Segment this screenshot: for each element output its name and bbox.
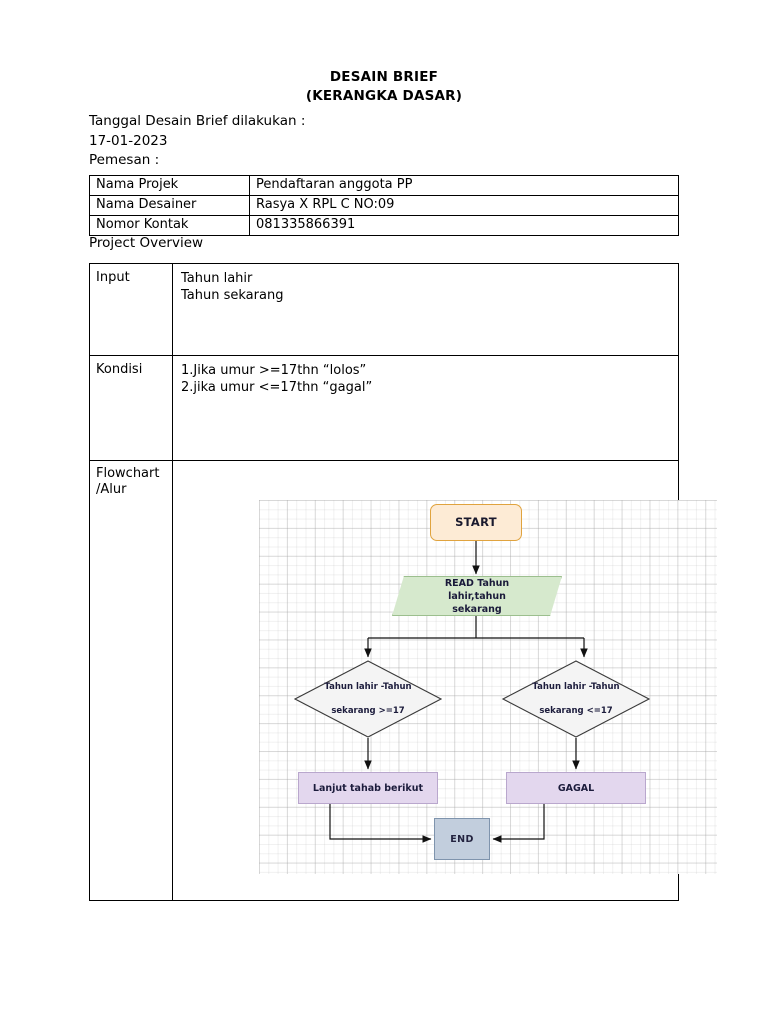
flowchart-label-line-2: /Alur: [96, 482, 127, 497]
node-read-line-1: READ Tahun lahir,tahun: [444, 577, 510, 602]
date-value: 17-01-2023: [89, 132, 168, 149]
row-label-flowchart: Flowchart /Alur: [89, 460, 173, 901]
table-row: Nama Desainer Rasya X RPL C NO:09: [89, 195, 679, 216]
flowchart-node-end[interactable]: END: [434, 818, 490, 860]
flowchart-node-process-right[interactable]: GAGAL: [506, 772, 646, 804]
flowchart-node-decision-left[interactable]: Tahun lahir -Tahun sekarang >=17: [294, 660, 442, 738]
diamond-shape: [502, 660, 650, 738]
node-start-label: START: [455, 515, 497, 529]
info-key-nama-projek: Nama Projek: [89, 175, 250, 196]
row-body-kondisi: 1.Jika umur >=17thn “lolos” 2.jika umur …: [172, 355, 679, 461]
info-value-nomor-kontak: 081335866391: [249, 215, 679, 236]
kondisi-line-2: 2.jika umur <=17thn “gagal”: [181, 380, 373, 395]
node-process-left-label: Lanjut tahab berikut: [312, 782, 424, 794]
table-row: Nomor Kontak 081335866391: [89, 215, 679, 236]
table-row: Nama Projek Pendaftaran anggota PP: [89, 175, 679, 196]
info-key-nama-desainer: Nama Desainer: [89, 195, 250, 216]
table-row-input: Input Tahun lahir Tahun sekarang: [89, 263, 679, 356]
decision-left-line-1: Tahun lahir -Tahun: [324, 682, 412, 692]
flowchart-canvas: START READ Tahun lahir,tahun sekarang: [259, 500, 717, 874]
input-line-2: Tahun sekarang: [181, 288, 284, 303]
document-title: DESAIN BRIEF: [329, 69, 439, 85]
row-label-kondisi: Kondisi: [89, 355, 173, 461]
document-subtitle: (KERANGKA DASAR): [305, 88, 463, 104]
node-read-label: READ Tahun lahir,tahun sekarang: [393, 577, 561, 616]
diamond-shape: [294, 660, 442, 738]
node-process-right-label: GAGAL: [557, 782, 595, 794]
table-row-flowchart: Flowchart /Alur: [89, 460, 717, 901]
row-body-flowchart: START READ Tahun lahir,tahun sekarang: [172, 460, 717, 901]
project-overview-table: Input Tahun lahir Tahun sekarang Kondisi…: [89, 263, 717, 901]
project-info-table: Nama Projek Pendaftaran anggota PP Nama …: [89, 175, 679, 236]
flowchart-node-process-left[interactable]: Lanjut tahab berikut: [298, 772, 438, 804]
node-decision-right-label: Tahun lahir -Tahun sekarang <=17: [502, 660, 650, 738]
kondisi-line-1: 1.Jika umur >=17thn “lolos”: [181, 363, 367, 378]
info-key-nomor-kontak: Nomor Kontak: [89, 215, 250, 236]
flowchart-node-start[interactable]: START: [430, 504, 522, 541]
intro-block: Tanggal Desain Brief dilakukan : 17-01-2…: [89, 112, 305, 171]
flowchart-node-decision-right[interactable]: Tahun lahir -Tahun sekarang <=17: [502, 660, 650, 738]
table-row-kondisi: Kondisi 1.Jika umur >=17thn “lolos” 2.ji…: [89, 355, 679, 461]
info-value-nama-projek: Pendaftaran anggota PP: [249, 175, 679, 196]
row-label-input: Input: [89, 263, 173, 356]
orderer-label: Pemesan :: [89, 152, 160, 168]
flowchart-node-read[interactable]: READ Tahun lahir,tahun sekarang: [392, 576, 562, 616]
decision-right-line-2: sekarang <=17: [539, 706, 613, 716]
project-overview-caption: Project Overview: [89, 235, 204, 251]
node-end-label: END: [450, 833, 474, 845]
date-label: Tanggal Desain Brief dilakukan :: [89, 113, 306, 129]
info-value-nama-desainer: Rasya X RPL C NO:09: [249, 195, 679, 216]
input-line-1: Tahun lahir: [181, 271, 253, 286]
node-decision-left-label: Tahun lahir -Tahun sekarang >=17: [294, 660, 442, 738]
decision-right-line-1: Tahun lahir -Tahun: [532, 682, 620, 692]
row-body-input: Tahun lahir Tahun sekarang: [172, 263, 679, 356]
decision-left-line-2: sekarang >=17: [331, 706, 405, 716]
node-read-line-2: sekarang: [452, 603, 502, 615]
flowchart-label-line-1: Flowchart: [96, 466, 160, 481]
